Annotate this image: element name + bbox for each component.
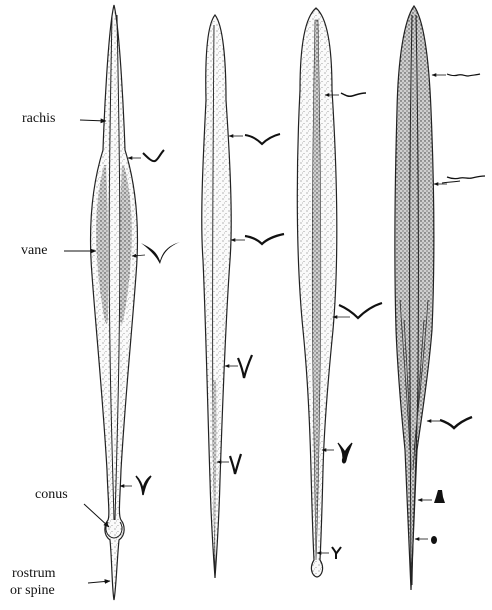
vane-label: vane (21, 243, 47, 259)
cross-section-shape (332, 547, 341, 559)
cross-section-shape (245, 134, 280, 144)
rostrum-label-line2: or spine (10, 583, 55, 599)
cross-section-shape (442, 181, 460, 183)
cross-section-shape (245, 234, 284, 244)
cross-section-shape (339, 303, 382, 318)
conus-label: conus (35, 487, 68, 503)
rostrum-pointer (88, 581, 110, 583)
cross-section-shape (447, 176, 485, 179)
cross-section-shape (136, 476, 151, 495)
gladius-3 (297, 8, 336, 577)
cross-section-shape (143, 150, 164, 161)
cross-section-shape (447, 74, 480, 76)
rostrum-label-line1: rostrum (12, 566, 56, 582)
cross-section-shape (431, 536, 437, 544)
cross-section-shape (230, 454, 241, 474)
cross-section-shape (141, 242, 180, 264)
gladius-2-outline (202, 15, 231, 578)
gladius-1 (90, 5, 137, 600)
rachis-label: rachis (22, 111, 55, 127)
gladius-2 (202, 15, 231, 578)
cross-section-shape (434, 490, 445, 503)
cross-section-shape (338, 443, 352, 463)
cross-section-shape (341, 93, 366, 96)
gladius-4 (395, 6, 434, 590)
cross-section-shape (238, 355, 252, 378)
rachis-pointer (80, 120, 106, 121)
cross-section-shape (440, 417, 472, 428)
conus-pointer (84, 504, 109, 527)
